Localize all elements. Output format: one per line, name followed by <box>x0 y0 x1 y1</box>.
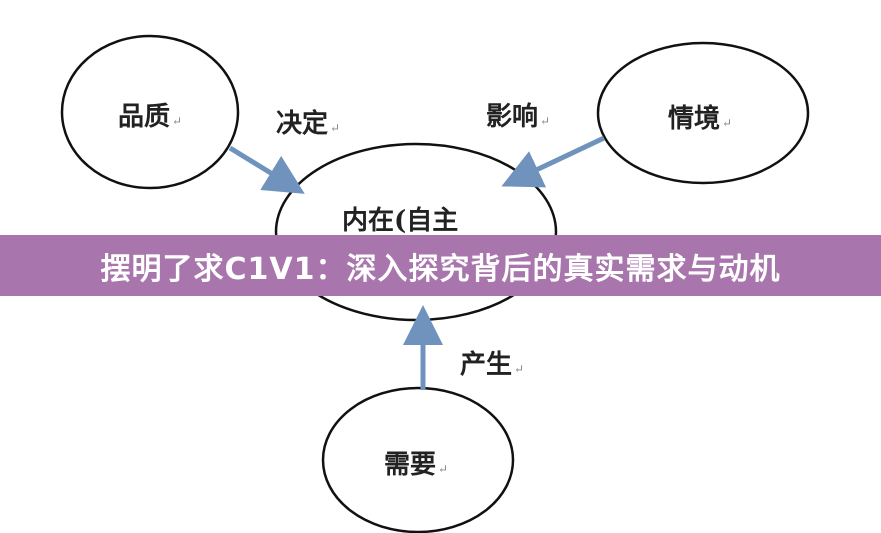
edge-influences-label: 影响 <box>486 102 539 132</box>
edge-decides: 决定↵ <box>276 103 340 140</box>
title-banner: 摆明了求C1V1：深入探究背后的真实需求与动机 <box>0 235 881 296</box>
ellipse-quality <box>60 34 240 190</box>
edge-decides-label: 决定 <box>276 109 329 139</box>
return-mark: ↵ <box>722 116 733 130</box>
ellipse-situation <box>596 41 810 185</box>
edge-produces: 产生↵ <box>460 344 524 381</box>
return-mark: ↵ <box>172 114 183 128</box>
node-situation: 情境↵ <box>668 98 732 135</box>
node-intrinsic-label: 内在(自主 <box>342 206 459 236</box>
banner-title: 摆明了求C1V1：深入探究背后的真实需求与动机 <box>100 251 781 287</box>
edge-produces-label: 产生 <box>460 350 513 380</box>
arrow-quality-to-intrinsic <box>228 145 305 194</box>
node-intrinsic: 内在(自主 <box>342 200 458 237</box>
node-quality: 品质↵ <box>118 96 182 133</box>
node-situation-label: 情境 <box>668 104 721 134</box>
return-mark: ↵ <box>330 121 341 135</box>
return-mark: ↵ <box>514 362 525 376</box>
node-quality-label: 品质 <box>118 102 171 132</box>
return-mark: ↵ <box>438 462 449 476</box>
return-mark: ↵ <box>540 114 551 128</box>
node-need: 需要↵ <box>384 444 448 481</box>
ellipse-need <box>321 386 515 533</box>
node-need-label: 需要 <box>384 450 437 480</box>
arrow-situation-to-intrinsic <box>501 135 606 188</box>
edge-influences: 影响↵ <box>486 96 550 133</box>
